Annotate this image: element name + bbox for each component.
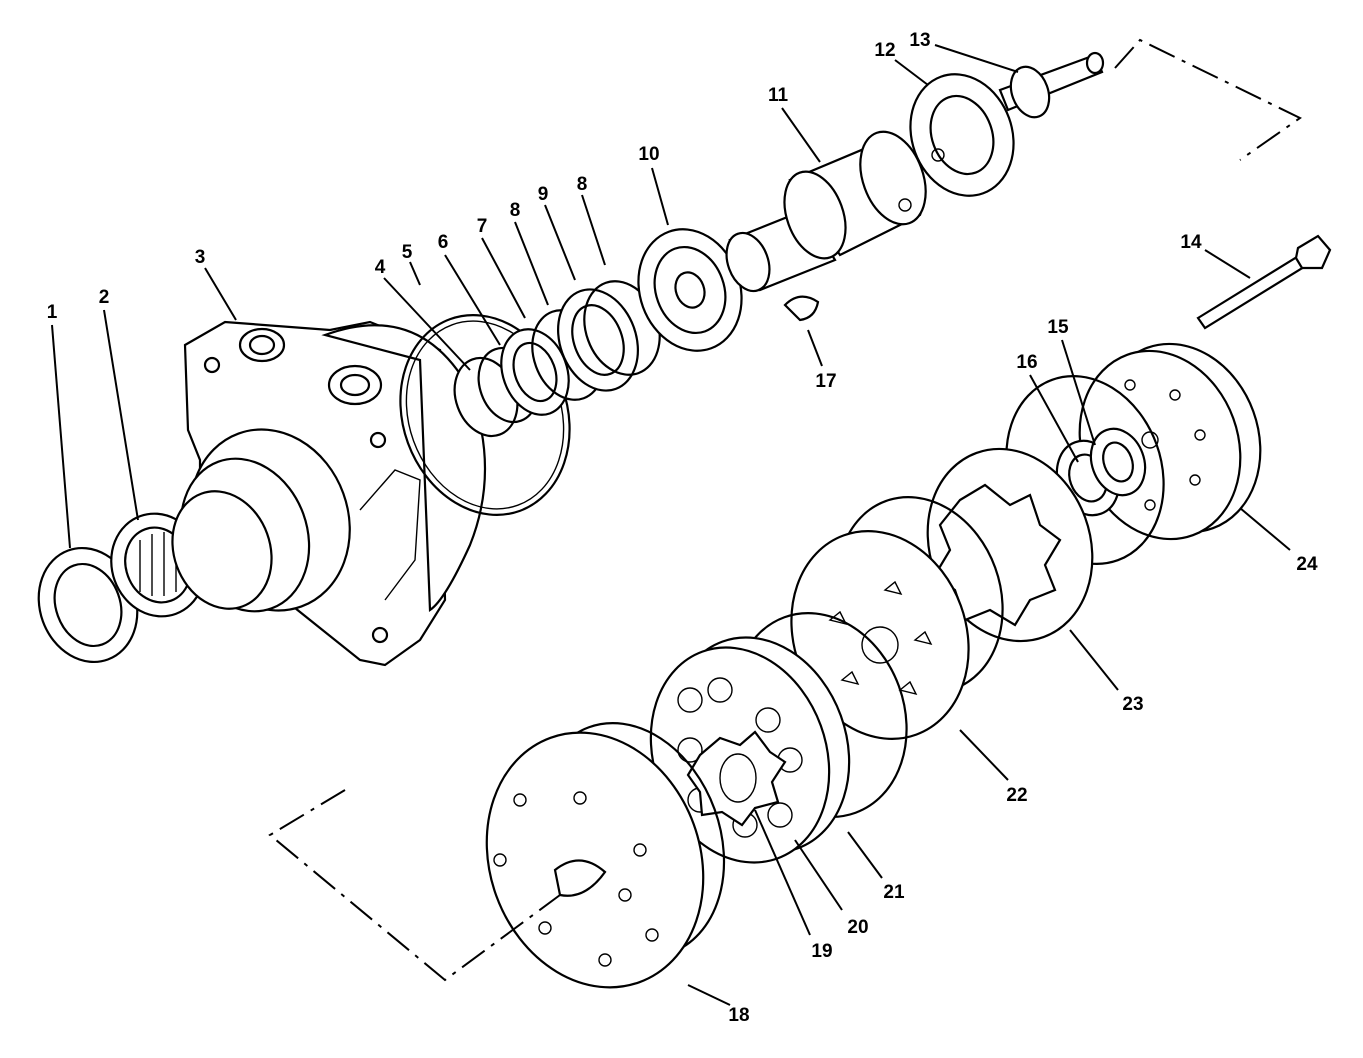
part-23-rotor-ring — [926, 375, 1165, 643]
callout-14: 14 — [1180, 232, 1202, 253]
callout-18: 18 — [728, 1005, 749, 1026]
callout-10: 10 — [638, 144, 659, 165]
callout-15: 15 — [1047, 317, 1069, 338]
leader-lines — [51, 44, 1291, 1006]
callout-7: 7 — [477, 216, 488, 237]
parts-15-16-rings — [1055, 427, 1147, 517]
callout-4: 4 — [375, 257, 386, 278]
part-12-spline-gear — [909, 73, 1015, 197]
part-10-thrust-bearing — [637, 228, 743, 352]
callout-8b: 8 — [577, 174, 588, 195]
alignment-lines — [268, 38, 1302, 982]
callout-9: 9 — [538, 184, 549, 205]
callout-8a: 8 — [510, 200, 521, 221]
callout-1: 1 — [47, 302, 58, 323]
callout-5: 5 — [402, 242, 413, 263]
callout-11: 11 — [768, 85, 789, 106]
callout-3: 3 — [195, 247, 206, 268]
part-14-bolt — [1196, 234, 1332, 330]
callout-2: 2 — [99, 287, 110, 308]
callout-labels: 1 2 3 4 5 6 7 8 9 8 10 11 12 13 14 15 16… — [47, 30, 1318, 1026]
part-3-housing — [171, 320, 487, 667]
part-13-drive-link — [998, 51, 1105, 119]
callout-19: 19 — [811, 941, 832, 962]
parts-4-9-seal-stack — [453, 280, 661, 438]
callout-22: 22 — [1006, 785, 1027, 806]
callout-12: 12 — [874, 40, 895, 61]
callout-21: 21 — [883, 882, 905, 903]
part-11-shaft — [725, 130, 927, 293]
part-18-end-plate — [485, 722, 726, 989]
callout-6: 6 — [438, 232, 449, 253]
callout-23: 23 — [1122, 694, 1143, 715]
callout-24: 24 — [1296, 554, 1318, 575]
callout-17: 17 — [815, 371, 836, 392]
callout-13: 13 — [909, 30, 930, 51]
part-17-key — [783, 295, 820, 322]
callout-16: 16 — [1016, 352, 1037, 373]
callout-20: 20 — [847, 917, 868, 938]
